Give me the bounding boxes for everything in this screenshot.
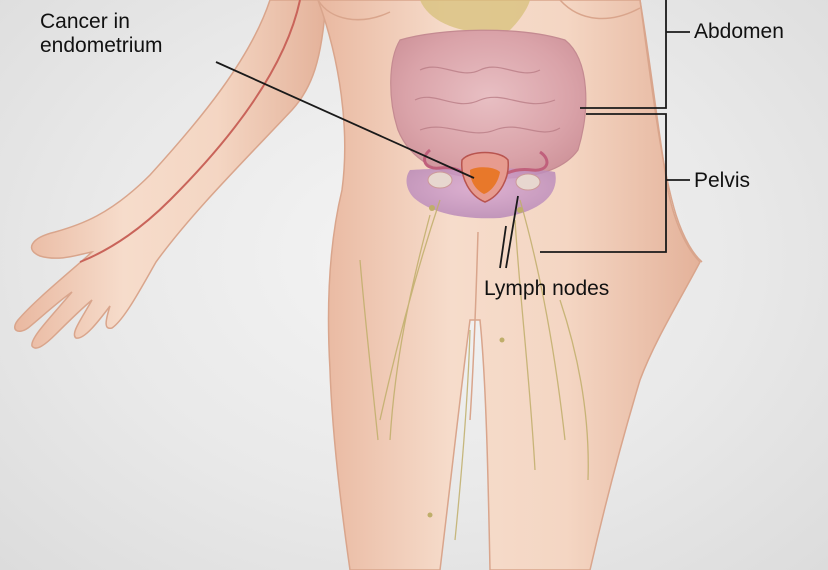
label-cancer-line2: endometrium (40, 34, 163, 58)
ovary-left (428, 172, 452, 188)
ovary-right (516, 174, 540, 190)
lymph-node (517, 207, 523, 213)
label-lymph-nodes: Lymph nodes (484, 277, 609, 301)
lymph-node (429, 205, 435, 211)
label-cancer-in-endometrium: Cancer in endometrium (40, 10, 163, 58)
label-pelvis: Pelvis (694, 169, 750, 193)
lymph-node (428, 513, 433, 518)
label-cancer-line1: Cancer in (40, 10, 163, 34)
lymph-node (500, 338, 505, 343)
label-abdomen: Abdomen (694, 20, 784, 44)
